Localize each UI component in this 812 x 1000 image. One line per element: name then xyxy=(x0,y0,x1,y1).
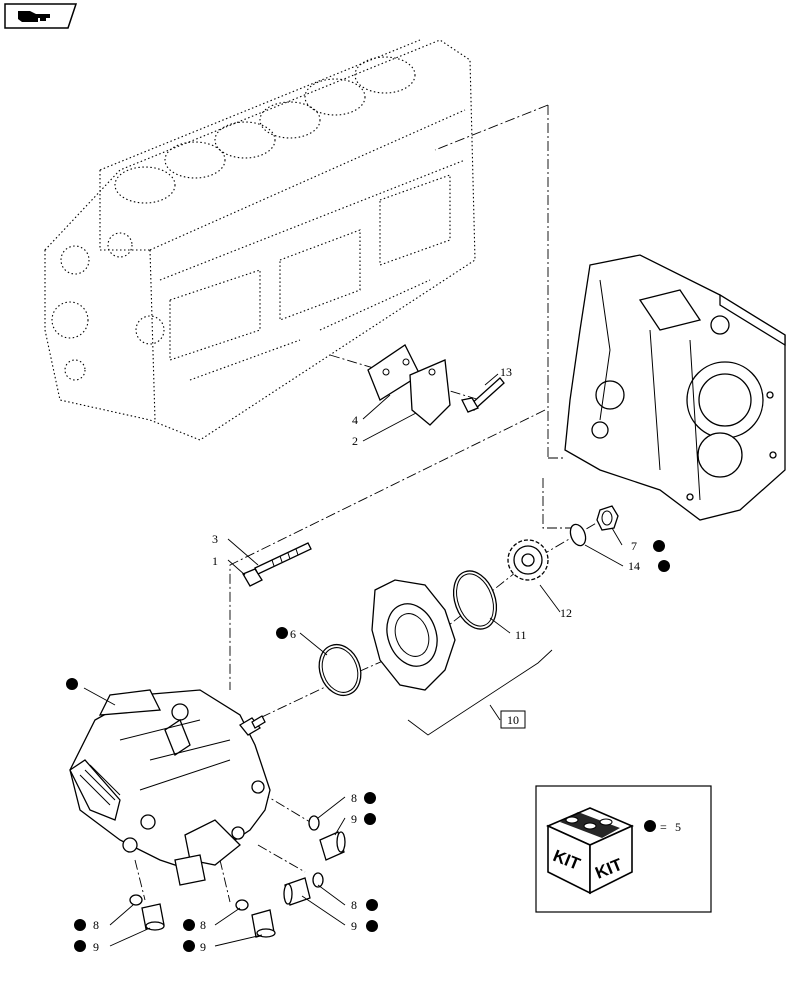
fitting-right-upper xyxy=(308,815,346,861)
kit-box-icon: KIT KIT xyxy=(546,807,634,895)
fitting-left-b xyxy=(235,899,276,938)
bracket-plate-part xyxy=(409,359,451,426)
fitting-right-lower xyxy=(283,872,324,906)
kit-dot xyxy=(276,627,288,639)
nav-tab[interactable] xyxy=(4,3,78,29)
o-ring-6 xyxy=(318,643,362,697)
callout-9b: 9 xyxy=(351,919,357,933)
callout-10: 10 xyxy=(507,713,519,727)
leader-lines xyxy=(83,373,624,947)
kit-dot xyxy=(74,940,86,952)
fitting-left-a xyxy=(129,894,165,931)
callout-3: 3 xyxy=(212,532,218,546)
kit-dot xyxy=(66,678,78,690)
nut-part xyxy=(242,568,263,587)
bolt-part xyxy=(461,377,505,413)
kit-dot xyxy=(183,919,195,931)
legend-equals: = xyxy=(660,820,667,834)
callout-8c: 8 xyxy=(93,918,99,932)
gear-part xyxy=(507,539,549,581)
injection-pump xyxy=(69,689,271,886)
stud-part xyxy=(254,542,312,575)
hex-nut-part xyxy=(596,505,619,531)
kit-dot xyxy=(366,899,378,911)
flange-part xyxy=(371,579,456,691)
kit-dot xyxy=(364,813,376,825)
kit-dot xyxy=(653,540,665,552)
o-ring-11 xyxy=(452,570,498,630)
kit-dot xyxy=(74,919,86,931)
legend-dot xyxy=(644,820,656,832)
washer-part xyxy=(569,523,587,547)
callout-9c: 9 xyxy=(93,940,99,954)
callout-14: 14 xyxy=(628,559,640,573)
kit-dot xyxy=(364,792,376,804)
hand-pointer-icon xyxy=(18,11,50,22)
callout-8b: 8 xyxy=(351,898,357,912)
callout-13: 13 xyxy=(500,365,512,379)
callout-12: 12 xyxy=(560,606,572,620)
legend-ref: 5 xyxy=(675,820,681,834)
callout-7: 7 xyxy=(631,539,637,553)
callout-6: 6 xyxy=(290,627,296,641)
kit-dot xyxy=(183,940,195,952)
callout-2: 2 xyxy=(352,434,358,448)
kit-bracket xyxy=(407,649,553,736)
callout-box-10 xyxy=(500,710,526,729)
callout-4: 4 xyxy=(352,413,358,427)
callout-8a: 8 xyxy=(351,791,357,805)
kit-legend: KIT KIT = 5 xyxy=(535,785,712,913)
gear-housing xyxy=(564,254,786,521)
kit-dot xyxy=(366,920,378,932)
callout-11: 11 xyxy=(515,628,527,642)
callout-labels: 1 2 3 4 6 7 8 8 8 8 9 9 9 9 10 11 12 13 … xyxy=(93,365,640,954)
engine-block-outline xyxy=(44,39,476,441)
callout-8d: 8 xyxy=(200,918,206,932)
callout-9a: 9 xyxy=(351,812,357,826)
callout-1: 1 xyxy=(212,554,218,568)
callout-9d: 9 xyxy=(200,940,206,954)
kit-dot xyxy=(658,560,670,572)
kit-marker-dots xyxy=(66,540,670,952)
